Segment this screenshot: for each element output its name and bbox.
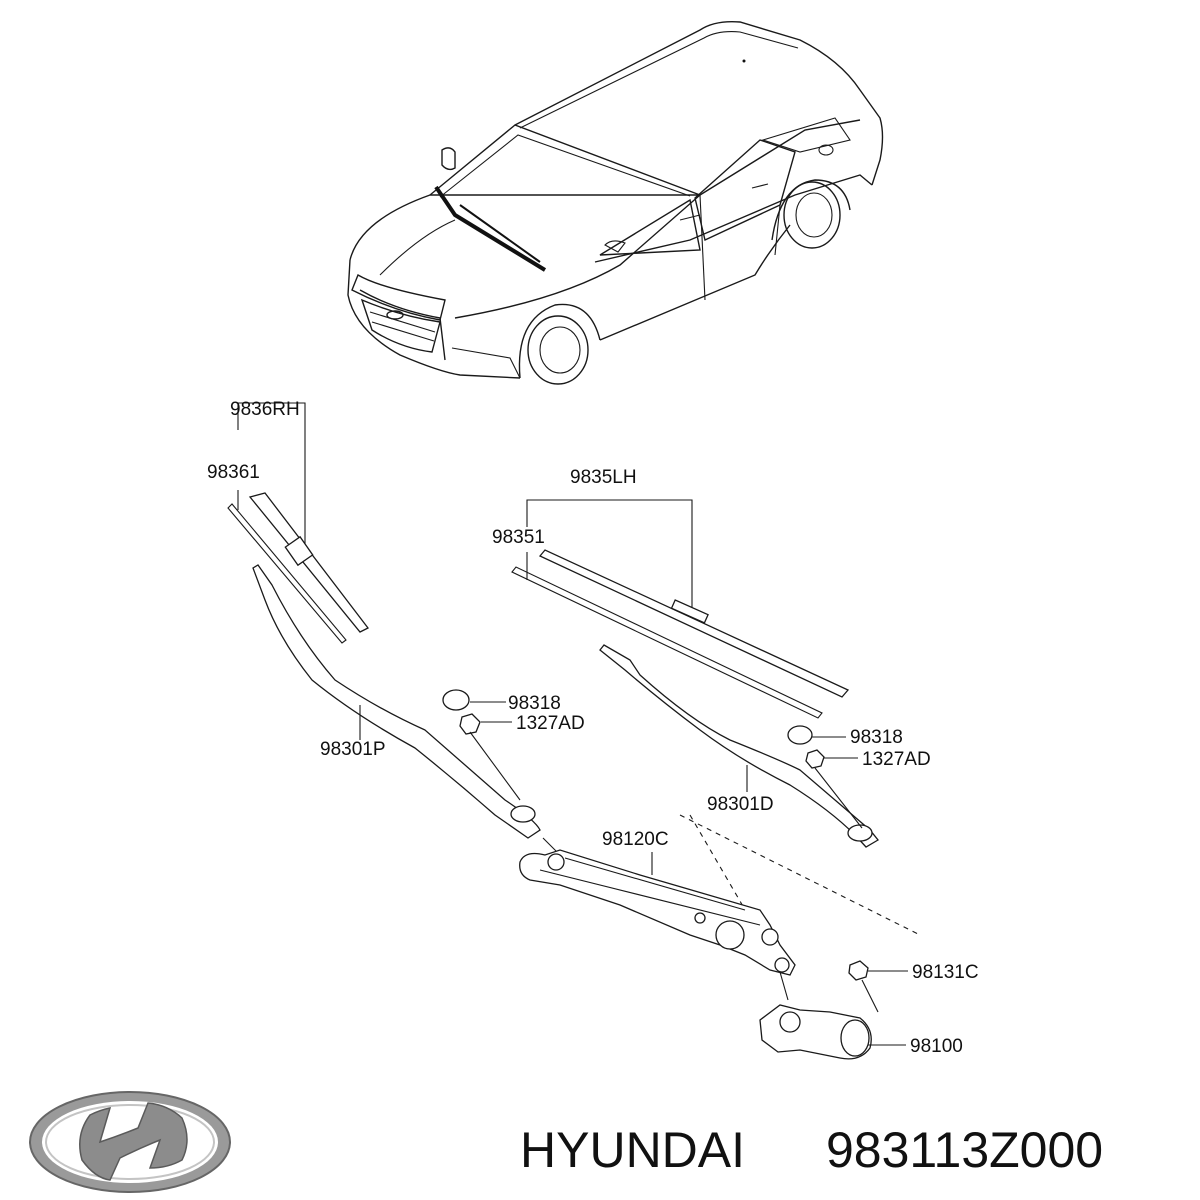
lh-wiper-group [511, 499, 879, 848]
label-motor: 98100 [910, 1036, 963, 1057]
rh-blade [248, 492, 369, 633]
cap-right [787, 725, 813, 745]
part-labels: 9836RH 98361 9835LH 98351 98318 1327AD 9… [207, 399, 979, 1057]
lh-blade [538, 549, 850, 698]
label-lh-blade: 98351 [492, 527, 545, 548]
part-number: 983113Z000 [826, 1122, 1103, 1178]
label-cap-left: 98318 [508, 693, 561, 714]
bolt [848, 960, 869, 981]
label-rh-set: 9836RH [230, 399, 300, 420]
label-nut-left: 1327AD [516, 713, 585, 734]
label-rh-blade: 98361 [207, 462, 260, 483]
label-arm-lh: 98301D [707, 794, 774, 815]
rh-wiper-group [227, 402, 541, 839]
rh-arm [252, 564, 541, 839]
label-cap-right: 98318 [850, 727, 903, 748]
label-arm-rh: 98301P [320, 739, 386, 760]
lh-arm [599, 644, 879, 848]
label-bolt: 98131C [912, 962, 979, 983]
brand-name: HYUNDAI [520, 1122, 745, 1178]
nut-right [805, 749, 825, 769]
label-lh-set: 9835LH [570, 467, 637, 488]
label-linkage: 98120C [602, 829, 669, 850]
car-illustration [347, 20, 884, 385]
linkage-group [519, 814, 921, 1060]
nut-left [459, 713, 481, 735]
hyundai-logo [29, 1091, 231, 1193]
label-nut-right: 1327AD [862, 749, 931, 770]
cap-left [442, 689, 470, 711]
